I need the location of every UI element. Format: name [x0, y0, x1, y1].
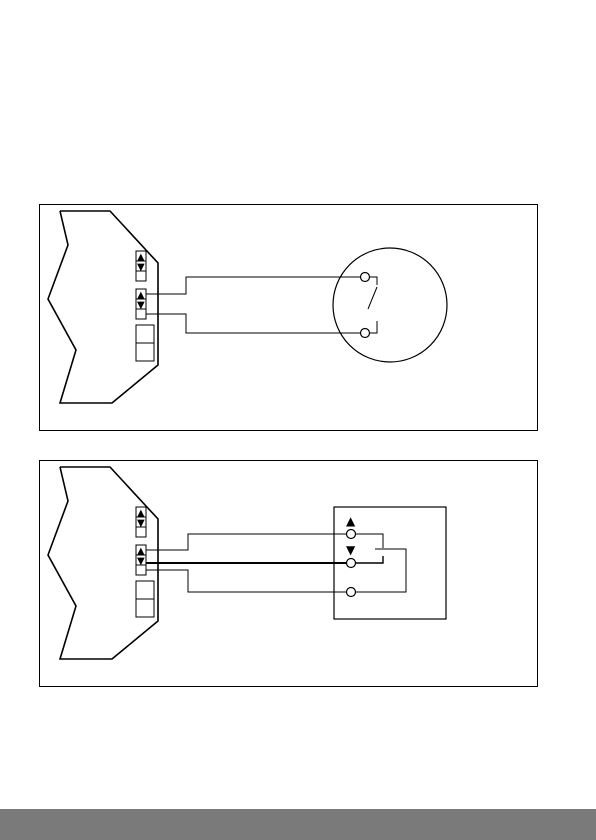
contact-common — [347, 588, 356, 597]
terminal-block-2: ▲ ▼ — [136, 289, 146, 319]
contact-terminal-top — [361, 273, 370, 282]
switch-lever — [368, 287, 377, 309]
wiring-diagram-single-button: ▲ ▼ ▲ ▼ — [39, 204, 538, 431]
terminal-block-1: ▲ ▼ — [136, 251, 146, 281]
contact-up — [347, 530, 356, 539]
terminal-down-symbol: ▼ — [137, 262, 145, 273]
switch-linkage-common — [355, 549, 406, 592]
round-push-button — [333, 248, 447, 362]
switch-linkage-up — [355, 534, 383, 548]
switch-down-symbol: ▼ — [346, 543, 356, 557]
switch-linkage-down — [355, 556, 383, 563]
contact-terminal-bottom — [361, 329, 370, 338]
terminal-block-3 — [136, 581, 154, 617]
footer-bar — [0, 809, 596, 840]
wiring-diagram-2-svg: ▲ ▼ ▲ ▼ ▲ ▼ — [40, 461, 539, 688]
switch-contact-bottom — [369, 321, 377, 333]
wire-up — [146, 534, 351, 550]
terminal-block-1: ▲ ▼ — [136, 507, 146, 537]
terminal-down-symbol: ▼ — [137, 300, 145, 311]
wire-lower — [146, 314, 365, 333]
switch-contact-top — [369, 277, 377, 285]
wiring-diagram-1-svg: ▲ ▼ ▲ ▼ — [40, 205, 539, 432]
terminal-block-2: ▲ ▼ — [136, 545, 146, 575]
wire-common — [146, 570, 351, 592]
wiring-diagram-double-button: ▲ ▼ ▲ ▼ ▲ ▼ — [39, 460, 538, 687]
terminal-down-symbol: ▼ — [137, 518, 145, 529]
terminal-down-symbol: ▼ — [137, 556, 145, 567]
wire-upper — [146, 277, 365, 294]
contact-down — [347, 559, 356, 568]
switch-up-symbol: ▲ — [346, 514, 356, 528]
terminal-block-3 — [136, 325, 154, 361]
